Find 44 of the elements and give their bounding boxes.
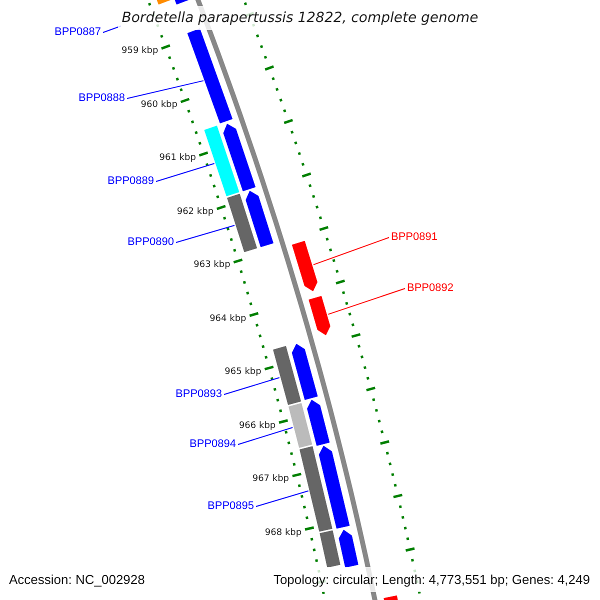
leader-line — [156, 163, 215, 182]
gene-bar — [227, 194, 258, 252]
gene-label: BPP0894 — [190, 438, 236, 451]
gene-bar — [187, 28, 233, 124]
gene-bar — [338, 530, 358, 568]
gene-label: BPP0892 — [407, 282, 454, 295]
genome-info-text: Topology: circular; Length: 4,773,551 bp; Genes: 4,249 — [273, 572, 590, 587]
gene-label: BPP0890 — [128, 236, 174, 249]
gene-bar — [308, 296, 330, 336]
leader-line — [328, 288, 406, 315]
scale-label: 963 kbp — [194, 260, 230, 271]
gene-label: BPP0889 — [108, 175, 154, 188]
scale-label: 960 kbp — [140, 100, 178, 110]
scale-label: 959 kbp — [122, 46, 158, 57]
leader-line — [126, 80, 204, 99]
scale-label: 967 kbp — [252, 474, 290, 485]
leader-line — [238, 427, 294, 445]
leader-line — [224, 377, 280, 395]
gene-bar — [223, 124, 256, 192]
gene-bar — [204, 126, 240, 196]
gene-bar — [246, 190, 274, 248]
gene-bar — [288, 403, 312, 448]
gene-bar — [300, 446, 332, 532]
gene-label: BPP0887 — [54, 26, 101, 39]
leader-line — [256, 490, 309, 507]
gene-bar — [307, 400, 330, 446]
scale-label: 961 kbp — [159, 153, 196, 164]
gene-label: BPP0888 — [78, 92, 125, 105]
gene-label: BPP0891 — [391, 231, 438, 244]
gene-bar — [292, 240, 318, 292]
accession-text: Accession: NC_002928 — [9, 572, 145, 587]
gene-bar — [292, 344, 318, 400]
gene-bar — [320, 530, 340, 568]
scale-label: 962 kbp — [176, 206, 214, 218]
leader-line — [176, 224, 235, 243]
gene-label: BPP0895 — [208, 500, 254, 513]
scale-label: 964 kbp — [210, 314, 246, 324]
gene-bar — [273, 346, 302, 405]
scale-label: 966 kbp — [238, 420, 276, 432]
gene-label: BPP0893 — [176, 388, 222, 401]
scale-label: 968 kbp — [264, 528, 302, 538]
gene-bar — [318, 446, 350, 529]
scale-label: 965 kbp — [224, 367, 262, 378]
leader-line — [313, 237, 390, 266]
